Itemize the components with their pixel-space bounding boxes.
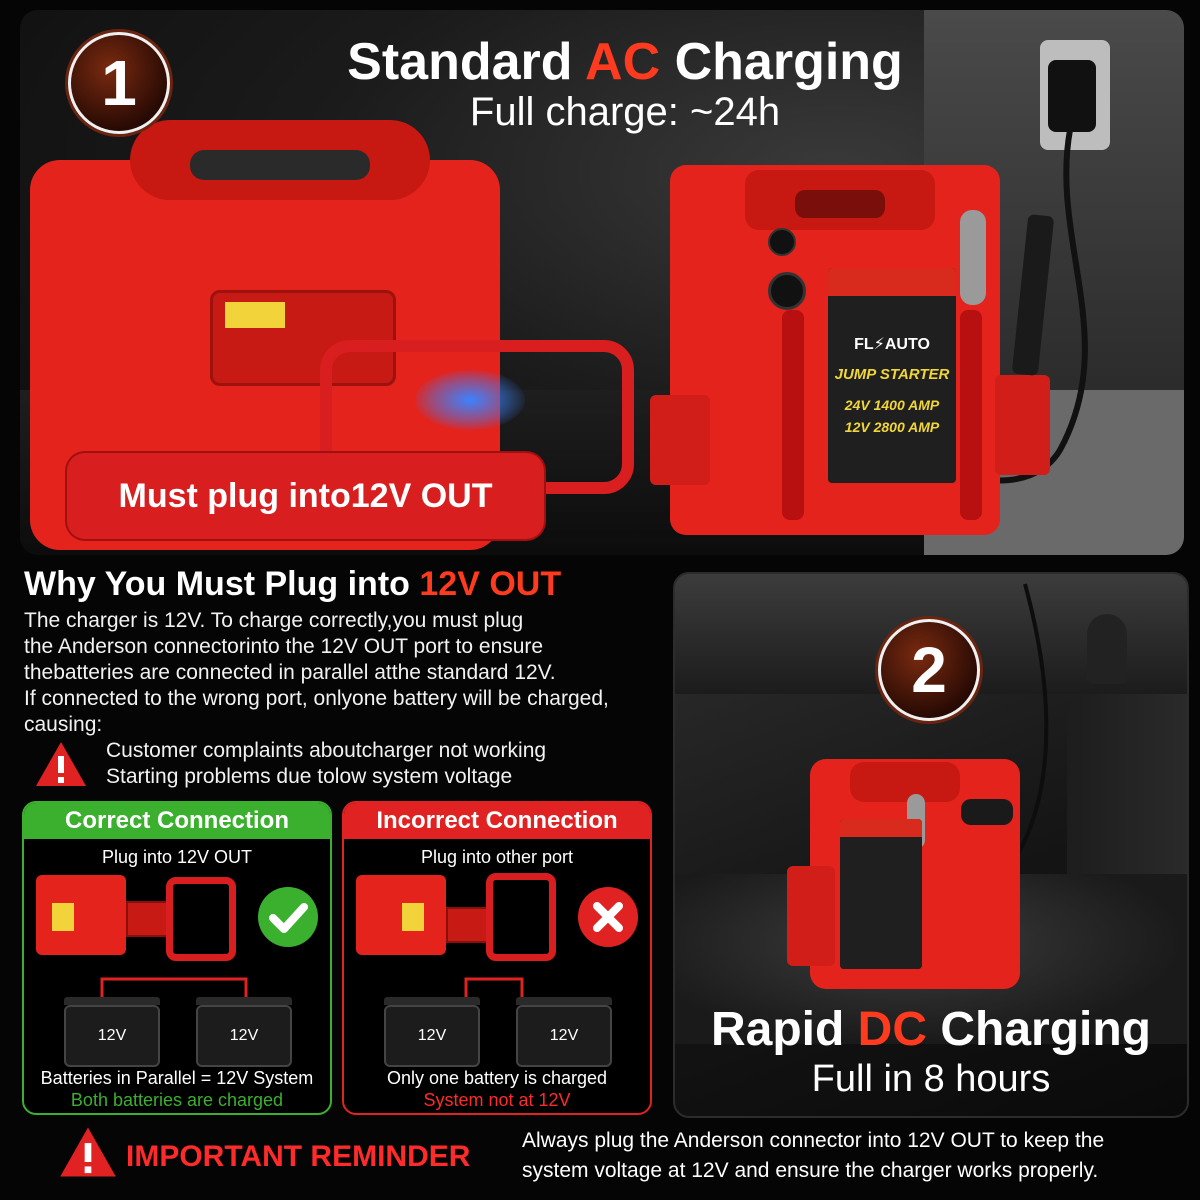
- why-heading: Why You Must Plug into 12V OUT: [24, 565, 664, 604]
- x-icon: [578, 887, 638, 947]
- incorrect-connector: [446, 907, 490, 943]
- ac-title: Standard AC Charging: [220, 32, 1030, 92]
- car-unit-control-strip: [840, 819, 922, 837]
- car-unit-label: [840, 819, 922, 969]
- incorrect-card-header: Incorrect Connection: [344, 803, 650, 839]
- incorrect-card-footer: Only one battery is charged System not a…: [344, 1067, 650, 1111]
- dc-title-accent: DC: [857, 1003, 927, 1056]
- must-plug-notice: Must plug into12V OUT: [67, 453, 544, 539]
- incorrect-connection-card: Incorrect Connection Plug into other por…: [342, 801, 652, 1115]
- battery-label: 12V: [196, 1005, 292, 1067]
- socket-12v-icon: [768, 272, 806, 310]
- ac-adapter: [1048, 60, 1096, 132]
- gear-shifter: [1087, 614, 1127, 684]
- incorrect-battery-1: 12V: [384, 997, 480, 1067]
- battery-terminal: [516, 997, 612, 1005]
- correct-unit-illustration: [36, 875, 126, 955]
- step-1-number: 1: [101, 47, 137, 119]
- dc-title-suffix: Charging: [927, 1003, 1151, 1056]
- why-heading-accent: 12V OUT: [419, 565, 562, 603]
- correct-battery-2: 12V: [196, 997, 292, 1067]
- battery-label: 12V: [516, 1005, 612, 1067]
- power-switch-icon: [768, 228, 796, 256]
- correct-card-footer: Batteries in Parallel = 12V System Both …: [24, 1067, 330, 1111]
- consequence-item: Customer complaints aboutcharger not wor…: [106, 739, 547, 762]
- check-icon: [258, 887, 318, 947]
- why-line: The charger is 12V. To charge correctly,…: [24, 609, 524, 632]
- ac-subtitle: Full charge: ~24h: [469, 90, 781, 134]
- dc-subtitle: Full in 8 hours: [811, 1058, 1051, 1100]
- product-name: JUMP STARTER: [834, 366, 950, 383]
- correct-footer-note: Both batteries are charged: [70, 1090, 284, 1110]
- battery-terminal: [64, 997, 160, 1005]
- correct-connector: [126, 901, 170, 937]
- incorrect-unit-illustration: [356, 875, 446, 955]
- dc-title: Rapid DC Charging: [675, 1002, 1187, 1057]
- left-jumper-cable: [782, 310, 804, 520]
- product-rating-12v: 12V 2800 AMP: [844, 419, 940, 435]
- incorrect-footer-main: Only one battery is charged: [386, 1068, 608, 1088]
- warning-icon: [36, 742, 86, 786]
- control-panel-strip: [828, 268, 956, 296]
- reminder-label: IMPORTANT REMINDER: [126, 1140, 471, 1173]
- product-brand: FL⚡AUTO: [854, 336, 930, 353]
- car-unit-label-face: [840, 837, 922, 969]
- battery-label: 12V: [64, 1005, 160, 1067]
- ac-charging-panel: 1 Standard AC Charging Full charge: ~24h…: [20, 10, 1184, 555]
- incorrect-port-sticker: [402, 903, 424, 931]
- reminder-line: system voltage at 12V and ensure the cha…: [522, 1159, 1099, 1182]
- side-light: [960, 210, 986, 305]
- ac-title-suffix: Charging: [660, 33, 903, 91]
- car-unit-handle: [850, 762, 960, 802]
- product-rating-24v: 24V 1400 AMP: [844, 397, 940, 413]
- dc-charging-panel: 2 Rapid DC Charging Full in 8 hours: [673, 572, 1189, 1118]
- product-label: FL⚡AUTO JUMP STARTER 24V 1400 AMP 12V 28…: [828, 268, 956, 483]
- dc-title-prefix: Rapid: [711, 1003, 858, 1056]
- correct-card-header: Correct Connection: [24, 803, 330, 839]
- step-2-badge: 2: [878, 619, 980, 721]
- blue-light-glow: [415, 370, 525, 430]
- correct-connection-card: Correct Connection Plug into 12V OUT 12V…: [22, 801, 332, 1115]
- car-unit-holder: [787, 866, 835, 966]
- correct-connector-handle: [166, 877, 236, 961]
- reminder-warning-icon: [60, 1127, 116, 1177]
- correct-card-subtitle: Plug into 12V OUT: [101, 847, 253, 867]
- ac-title-prefix: Standard: [347, 33, 586, 91]
- incorrect-footer-note: System not at 12V: [423, 1090, 571, 1110]
- consequence-item: Starting problems due tolow system volta…: [106, 765, 513, 788]
- consequence-list: Customer complaints aboutcharger not wor…: [106, 738, 666, 790]
- incorrect-battery-2: 12V: [516, 997, 612, 1067]
- ac-title-accent: AC: [585, 33, 661, 91]
- correct-port-sticker: [52, 903, 74, 931]
- incorrect-connector-handle: [486, 873, 556, 961]
- battery-terminal: [196, 997, 292, 1005]
- left-clamp-holder: [650, 395, 710, 485]
- why-heading-prefix: Why You Must Plug into: [24, 565, 420, 603]
- why-line: the Anderson connectorinto the 12V OUT p…: [24, 635, 544, 658]
- correct-battery-1: 12V: [64, 997, 160, 1067]
- right-clamp-holder: [995, 375, 1050, 475]
- product-handle-gap: [795, 190, 885, 218]
- closeup-handle-gap: [190, 150, 370, 180]
- incorrect-card-subtitle: Plug into other port: [420, 847, 574, 867]
- why-line: thebatteries are connected in parallel a…: [24, 661, 556, 684]
- anderson-port: [210, 290, 396, 386]
- reminder-text: Always plug the Anderson connector into …: [522, 1126, 1192, 1186]
- why-paragraph: The charger is 12V. To charge correctly,…: [24, 608, 664, 738]
- correct-footer-main: Batteries in Parallel = 12V System: [40, 1068, 314, 1088]
- battery-terminal: [384, 997, 480, 1005]
- reminder-line: Always plug the Anderson connector into …: [522, 1129, 1105, 1152]
- right-jumper-cable: [960, 310, 982, 520]
- parallel-wiring: [100, 977, 248, 1001]
- battery-label: 12V: [384, 1005, 480, 1067]
- step-1-badge: 1: [68, 32, 170, 134]
- step-2-number: 2: [911, 634, 947, 706]
- why-line: If connected to the wrong port, onlyone …: [24, 687, 609, 710]
- series-wiring: [464, 977, 524, 1001]
- why-line: causing:: [24, 713, 103, 736]
- car-unit-clamp: [961, 799, 1013, 825]
- port-label-sticker: [225, 302, 285, 328]
